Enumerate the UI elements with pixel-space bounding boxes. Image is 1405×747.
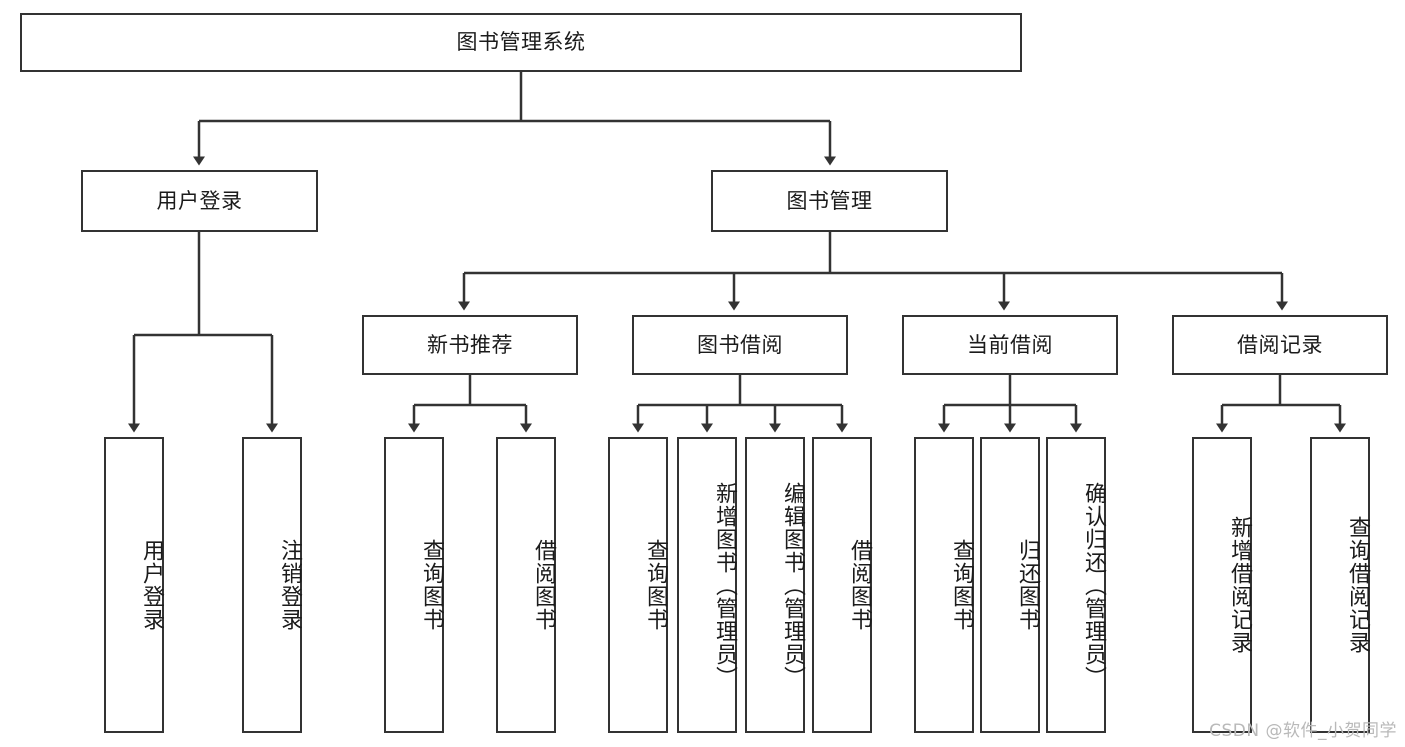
node-book-management-label: 图书管理 — [786, 188, 873, 213]
leaf-user-login-label: 用户登录 — [139, 539, 164, 631]
leaf-return-book-label: 归还图书 — [1015, 539, 1040, 631]
leaf-edit-book-admin-label: 编辑图书（管理员） — [780, 481, 805, 689]
leaf-query-book-new-label: 查询图书 — [419, 539, 444, 631]
node-new-book-recommend[interactable]: 新书推荐 — [362, 315, 578, 375]
node-root-label: 图书管理系统 — [456, 30, 586, 55]
leaf-borrow-book-new[interactable]: 借阅图书 — [496, 437, 556, 733]
node-user-login[interactable]: 用户登录 — [81, 170, 318, 232]
node-book-management[interactable]: 图书管理 — [711, 170, 948, 232]
node-borrow-record[interactable]: 借阅记录 — [1172, 315, 1388, 375]
leaf-query-book-borrow[interactable]: 查询图书 — [608, 437, 668, 733]
node-book-borrow-label: 图书借阅 — [697, 332, 783, 357]
leaf-query-borrow-record[interactable]: 查询借阅记录 — [1310, 437, 1370, 733]
leaf-add-borrow-record-label: 新增借阅记录 — [1227, 516, 1252, 654]
leaf-user-logout-label: 注销登录 — [277, 539, 302, 631]
node-current-borrow-label: 当前借阅 — [967, 332, 1053, 357]
leaf-query-borrow-record-label: 查询借阅记录 — [1345, 516, 1370, 654]
leaf-query-book-borrow-label: 查询图书 — [643, 539, 668, 631]
leaf-user-logout[interactable]: 注销登录 — [242, 437, 302, 733]
leaf-borrow-book-new-label: 借阅图书 — [531, 539, 556, 631]
leaf-return-book[interactable]: 归还图书 — [980, 437, 1040, 733]
leaf-confirm-return-admin[interactable]: 确认归还（管理员） — [1046, 437, 1106, 733]
leaf-confirm-return-admin-label: 确认归还（管理员） — [1081, 481, 1106, 689]
leaf-borrow-book[interactable]: 借阅图书 — [812, 437, 872, 733]
node-book-borrow[interactable]: 图书借阅 — [632, 315, 848, 375]
leaf-query-book-current-label: 查询图书 — [949, 539, 974, 631]
node-new-book-recommend-label: 新书推荐 — [427, 332, 513, 357]
csdn-watermark: CSDN @软件_小贺同学 — [1209, 721, 1397, 741]
node-root[interactable]: 图书管理系统 — [20, 13, 1022, 72]
leaf-edit-book-admin[interactable]: 编辑图书（管理员） — [745, 437, 805, 733]
leaf-query-book-current[interactable]: 查询图书 — [914, 437, 974, 733]
leaf-add-book-admin-label: 新增图书（管理员） — [712, 481, 737, 689]
leaf-borrow-book-label: 借阅图书 — [847, 539, 872, 631]
leaf-query-book-new[interactable]: 查询图书 — [384, 437, 444, 733]
node-current-borrow[interactable]: 当前借阅 — [902, 315, 1118, 375]
node-borrow-record-label: 借阅记录 — [1237, 332, 1323, 357]
leaf-add-borrow-record[interactable]: 新增借阅记录 — [1192, 437, 1252, 733]
node-user-login-label: 用户登录 — [156, 188, 243, 213]
leaf-user-login[interactable]: 用户登录 — [104, 437, 164, 733]
leaf-add-book-admin[interactable]: 新增图书（管理员） — [677, 437, 737, 733]
